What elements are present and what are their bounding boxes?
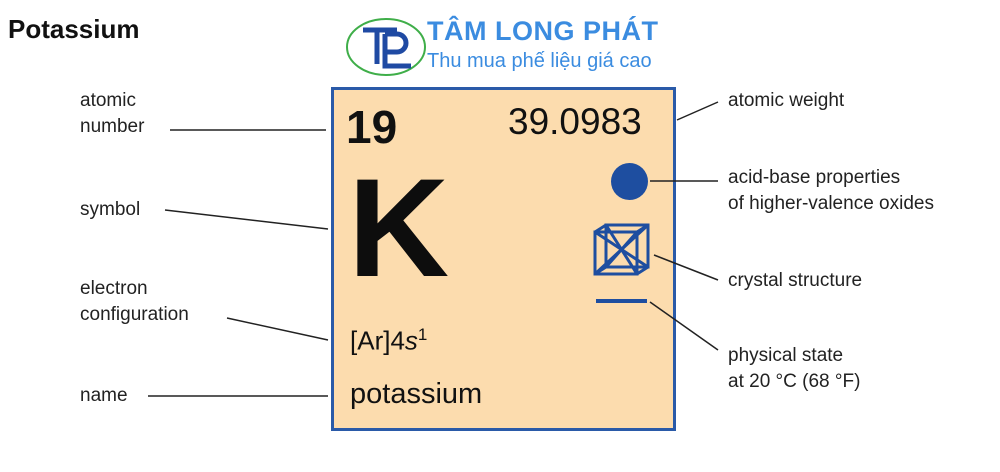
label-line: number <box>80 116 145 137</box>
label-line: at 20 °C (68 °F) <box>728 371 861 392</box>
label-line: of higher-valence oxides <box>728 193 934 214</box>
element-tile <box>331 87 676 431</box>
label-crystal-structure: crystal structure <box>728 270 863 291</box>
solid-state-bar-icon <box>596 299 647 303</box>
brand-logo <box>345 16 429 78</box>
config-base: [Ar]4 <box>350 325 405 356</box>
electron-configuration: [Ar]4s1 <box>350 325 427 357</box>
label-name: name <box>80 385 128 406</box>
label-line: atomic <box>80 90 136 111</box>
element-symbol: K <box>348 149 450 306</box>
atomic-number: 19 <box>346 101 398 153</box>
label-line: electron <box>80 278 148 299</box>
label-line: acid-base properties <box>728 167 901 188</box>
acid-base-circle-icon <box>611 163 648 200</box>
atomic-weight: 39.0983 <box>508 101 642 142</box>
config-orbital: s <box>404 325 418 356</box>
logo-monogram-icon <box>346 18 426 76</box>
element-name: potassium <box>350 378 483 410</box>
label-atomic-weight: atomic weight <box>728 90 845 111</box>
label-acid-base: acid-base properties of higher-valence o… <box>728 165 934 217</box>
label-line: configuration <box>80 304 189 325</box>
page-title: Potassium <box>8 14 140 44</box>
cubic-crystal-icon <box>592 222 652 282</box>
label-symbol: symbol <box>80 199 141 220</box>
config-exponent: 1 <box>417 325 428 344</box>
label-atomic-number: atomic number <box>80 88 144 140</box>
label-line: physical state <box>728 345 844 366</box>
label-physical-state: physical state at 20 °C (68 °F) <box>728 343 860 395</box>
label-electron-configuration: electron configuration <box>80 276 189 328</box>
brand-name: TÂM LONG PHÁT <box>427 16 659 46</box>
brand-tagline: Thu mua phế liệu giá cao <box>427 50 652 72</box>
